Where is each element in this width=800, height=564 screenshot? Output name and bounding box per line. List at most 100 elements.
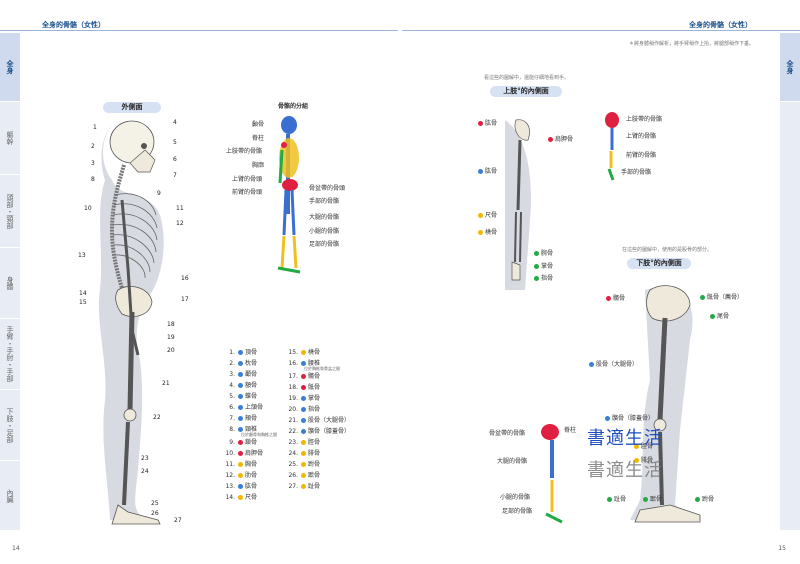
callout-25: 25 (151, 500, 159, 507)
upper-dot-7 (534, 264, 539, 269)
legend-color-dot (301, 462, 306, 467)
lower-dot-8 (607, 497, 612, 502)
legend-item: 5.蝶骨 (222, 391, 277, 402)
lower-group-spine: 脊柱 (564, 427, 577, 434)
left-chapter-sidebar: 全身 軀幹 頭部・頸部 身體 手臂・手肘・手部 下肢・足部 內臟 (0, 33, 20, 531)
division-label-upper-arm: 上臂的骨頭 (232, 176, 263, 183)
legend-bone-name: 額骨 (245, 382, 258, 389)
callout-18: 18 (167, 321, 175, 328)
division-label-foot: 足部的骨骼 (309, 241, 340, 248)
callout-10: 10 (84, 205, 92, 212)
callout-3: 3 (91, 160, 95, 167)
legend-item: 2.枕骨 (222, 358, 277, 369)
legend-color-dot (238, 473, 243, 478)
legend-bone-name: 腰椎 (308, 360, 321, 367)
upper-group-shoulder: 上肢帶的骨骼 (626, 116, 663, 123)
upper-label-ulna: 尺骨 (478, 210, 497, 219)
bone-division-title: 骨骼的分組 (278, 103, 309, 110)
sidebar-tab-whole-body[interactable]: 全身 (0, 33, 20, 102)
upper-label-phalanges: 指骨 (534, 273, 553, 282)
callout-21: 21 (162, 380, 170, 387)
right-chapter-sidebar: 全身 (780, 33, 800, 530)
right-top-note: ＊將身體稍作解析，將手臂稍作上抬，將腿部稍作下垂。 (628, 41, 754, 47)
sidebar-tab-trunk[interactable]: 軀幹 (0, 102, 20, 175)
legend-item: 25.跗骨 (285, 459, 350, 470)
upper-label-humerus: 肱骨 (478, 166, 497, 175)
legend-number: 16. (288, 360, 298, 367)
callout-4: 4 (173, 119, 177, 126)
legend-item: 1.頂骨 (222, 347, 277, 358)
callout-13: 13 (78, 252, 86, 259)
sidebar-tab-lower-limb[interactable]: 下肢・足部 (0, 390, 20, 461)
legend-number: 17. (288, 373, 298, 380)
legend-item: 16. 腰椎 (285, 358, 350, 369)
division-label-pelvic-girdle: 骨盆帶的骨頭 (309, 185, 346, 192)
legend-bone-name: 腓骨 (308, 450, 321, 457)
legend-number: 26. (288, 472, 298, 479)
right-page-number: 15 (778, 545, 786, 552)
legend-number: 5. (229, 393, 235, 400)
upper-dot-3 (478, 169, 483, 174)
right-sidebar-tab-whole-body[interactable]: 全身 (780, 33, 800, 102)
callout-19: 19 (167, 334, 175, 341)
upper-dot-5 (478, 230, 483, 235)
division-label-thorax: 胸廓 (252, 162, 265, 169)
legend-number: 3. (229, 371, 235, 378)
lower-label-femur: 股骨（大腿骨） (589, 359, 638, 368)
legend-subnote: 位於顱骨和胸椎之間 (241, 432, 277, 437)
lower-dot-7 (634, 458, 639, 463)
lateral-pelvis (115, 286, 153, 317)
sidebar-tab-arm-hand[interactable]: 手臂・手肘・手部 (0, 319, 20, 390)
legend-color-dot (238, 372, 243, 377)
legend-number: 7. (229, 415, 235, 422)
lower-label-sacrum: 骶骨（薦骨） (700, 292, 743, 301)
callout-23: 23 (141, 455, 149, 462)
legend-item: 27.趾骨 (285, 481, 350, 492)
lower-label-metatarsals: 蹠骨 (643, 494, 662, 503)
lateral-knee (123, 408, 137, 422)
sidebar-tab-body[interactable]: 身體 (0, 248, 20, 319)
sidebar-tab-organs[interactable]: 內臟 (0, 461, 20, 531)
legend-item: 26. 蹠骨 (285, 470, 350, 481)
legend-bone-name: 趾骨 (308, 483, 321, 490)
watermark-gray: 書適生活 (587, 460, 663, 481)
legend-bone-name: 蹠骨 (308, 472, 321, 479)
upper-dot-6 (534, 251, 539, 256)
right-page-title: 全身的骨骼（女性） (689, 21, 752, 29)
lower-label-fibula: 腓骨 (634, 455, 653, 464)
callout-15: 15 (79, 299, 87, 306)
lower-limb-color-figure (541, 424, 563, 524)
legend-number: 18. (288, 384, 298, 391)
upper-group-forearm: 前臂的骨骼 (626, 152, 657, 159)
callout-5: 5 (173, 139, 177, 146)
bone-division-figure (277, 116, 301, 274)
callout-7: 7 (173, 172, 177, 179)
legend-color-dot (301, 451, 306, 456)
legend-color-dot (238, 394, 243, 399)
upper-label-carpals: 腕骨 (534, 248, 553, 257)
legend-color-dot (301, 418, 306, 423)
legend-color-dot (301, 374, 306, 379)
sidebar-tab-head-neck[interactable]: 頭部・頸部 (0, 175, 20, 248)
lateral-tibia (122, 421, 130, 506)
legend-color-dot (238, 484, 243, 489)
upper-label-radius: 橈骨 (478, 227, 497, 236)
lower-dot-3 (710, 314, 715, 319)
upper-limb-color-figure (605, 112, 619, 181)
legend-item: 7.頰骨 (222, 413, 277, 424)
callout-2: 2 (91, 143, 95, 150)
upper-group-hand: 手部的骨骼 (621, 169, 652, 176)
legend-bone-name: 上頜骨 (245, 404, 264, 411)
legend-color-dot (238, 405, 243, 410)
lower-label-tarsals: 跗骨 (695, 494, 714, 503)
legend-number: 19. (288, 395, 298, 402)
lower-limb-note: 在這些的圖解中，使用的是股骨的部分。 (622, 247, 713, 253)
lateral-ribcage (112, 193, 158, 279)
callout-14: 14 (79, 290, 87, 297)
division-label-skull: 顱骨 (252, 121, 265, 128)
legend-number: 22. (288, 428, 298, 435)
legend-item: 15.橈骨 (285, 347, 350, 358)
lower-label-tibia: 脛骨 (634, 441, 653, 450)
legend-item: 8.頸椎 (222, 424, 277, 435)
